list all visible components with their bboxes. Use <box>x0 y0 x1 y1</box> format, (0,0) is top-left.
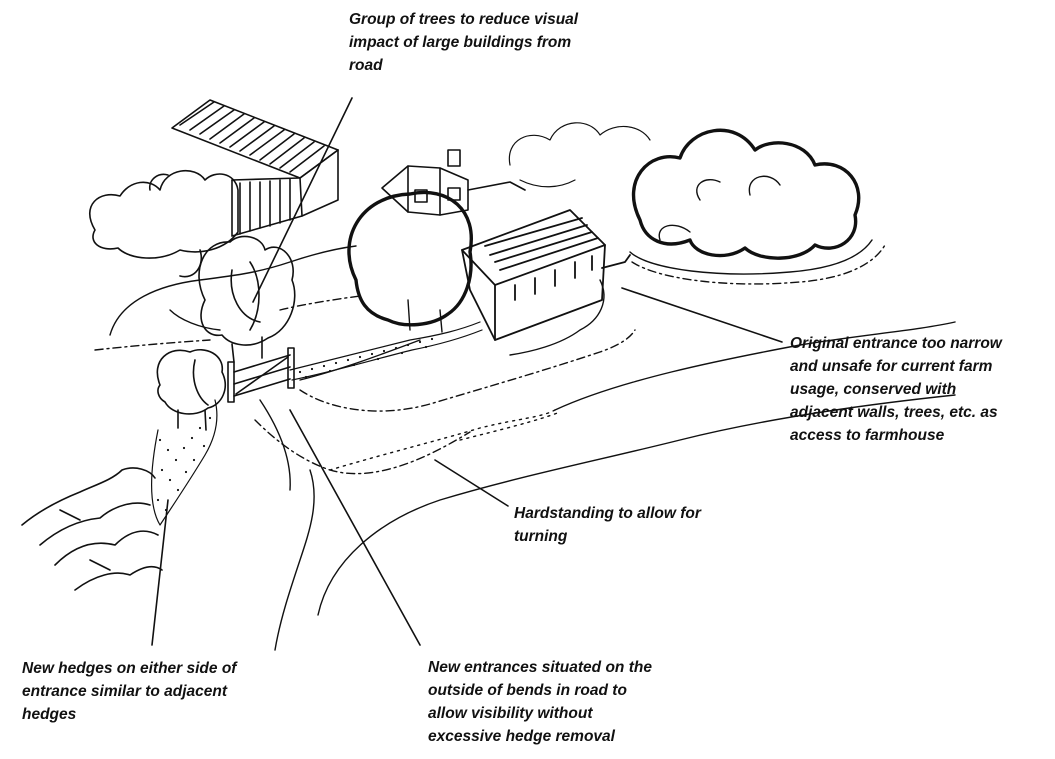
hedge-stipple-dots <box>299 338 433 378</box>
leader-new-hedges <box>152 500 168 645</box>
farmhouse <box>382 150 525 215</box>
tree-group <box>199 236 295 362</box>
left-hedge-shrubs <box>22 468 162 590</box>
long-farm-building <box>462 210 630 340</box>
entrance-trees <box>157 350 225 430</box>
annotation-new-entrances: New entrances situated on the outside of… <box>428 656 728 748</box>
leader-original-entrance <box>622 288 782 342</box>
annotation-hardstanding: Hardstanding to allow for turning <box>514 502 774 548</box>
central-tree-trunks <box>408 300 442 332</box>
large-barn <box>172 100 338 236</box>
leader-hardstanding <box>435 460 508 506</box>
field-gate <box>228 348 294 402</box>
annotation-original-entrance: Original entrance too narrow and unsafe … <box>790 332 1055 447</box>
annotation-new-hedges: New hedges on either side of entrance si… <box>22 657 312 726</box>
right-tree-cluster <box>634 130 859 258</box>
new-hedge <box>152 400 217 525</box>
wall-around-trees <box>630 240 885 284</box>
annotation-tree-group: Group of trees to reduce visual impact o… <box>349 8 649 77</box>
left-tree-cluster <box>90 171 238 277</box>
road-edges <box>95 296 635 474</box>
new-hedge-stipple <box>157 417 211 511</box>
stippled-hedge-wall <box>290 322 482 380</box>
right-tree-inner <box>659 176 780 240</box>
background-tree-mass <box>509 123 650 187</box>
